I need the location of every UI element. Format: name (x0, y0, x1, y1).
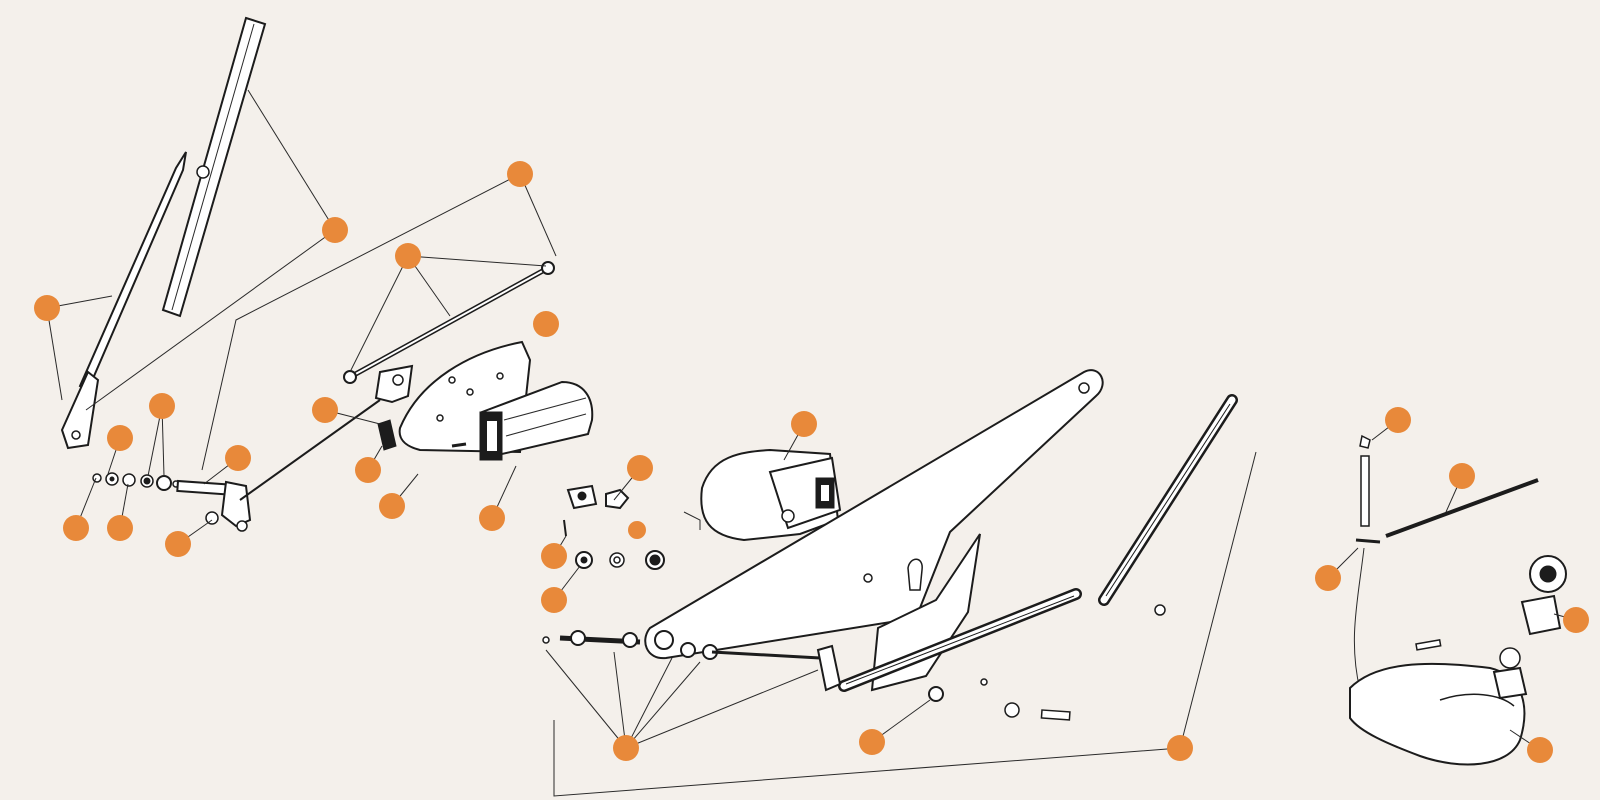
wiper-linkage-frame-group (542, 369, 1238, 721)
callout-marker[interactable] (34, 295, 60, 321)
callout-marker[interactable] (533, 311, 559, 337)
wiper-motor-and-mounting-group (239, 261, 594, 501)
callout-marker[interactable] (379, 493, 405, 519)
switch-and-knob-parts (563, 484, 665, 570)
wiper-blade (161, 16, 267, 318)
callout-marker[interactable] (1385, 407, 1411, 433)
spindle-hardware (92, 472, 252, 532)
callout-markers (34, 161, 1589, 763)
callout-marker[interactable] (1167, 735, 1193, 761)
callout-marker[interactable] (165, 531, 191, 557)
drag-link-right (1098, 394, 1238, 606)
callout-marker[interactable] (507, 161, 533, 187)
callout-marker[interactable] (355, 457, 381, 483)
motor-crank (239, 364, 414, 501)
washer-reservoir-and-pump-group (1349, 434, 1567, 766)
callout-marker[interactable] (107, 425, 133, 451)
callout-marker[interactable] (541, 543, 567, 569)
callout-marker[interactable] (1527, 737, 1553, 763)
callout-marker[interactable] (63, 515, 89, 541)
callout-marker[interactable] (541, 587, 567, 613)
drag-link-lower (838, 588, 1082, 692)
wiper-arm-and-blade-group (60, 16, 267, 450)
wiper-motor (479, 380, 594, 461)
callout-marker[interactable] (1449, 463, 1475, 489)
callout-marker[interactable] (225, 445, 251, 471)
callout-marker[interactable] (1563, 607, 1589, 633)
callout-marker[interactable] (859, 729, 885, 755)
callout-marker[interactable] (149, 393, 175, 419)
callout-marker[interactable] (1315, 565, 1341, 591)
callout-marker[interactable] (395, 243, 421, 269)
wiper-arm (60, 151, 187, 450)
callout-marker[interactable] (627, 455, 653, 481)
callout-marker[interactable] (628, 521, 646, 539)
callout-marker[interactable] (791, 411, 817, 437)
callout-marker[interactable] (107, 515, 133, 541)
callout-marker[interactable] (312, 397, 338, 423)
callout-marker[interactable] (613, 735, 639, 761)
drive-cable-rod (343, 261, 555, 384)
callout-marker[interactable] (479, 505, 505, 531)
callout-marker[interactable] (322, 217, 348, 243)
